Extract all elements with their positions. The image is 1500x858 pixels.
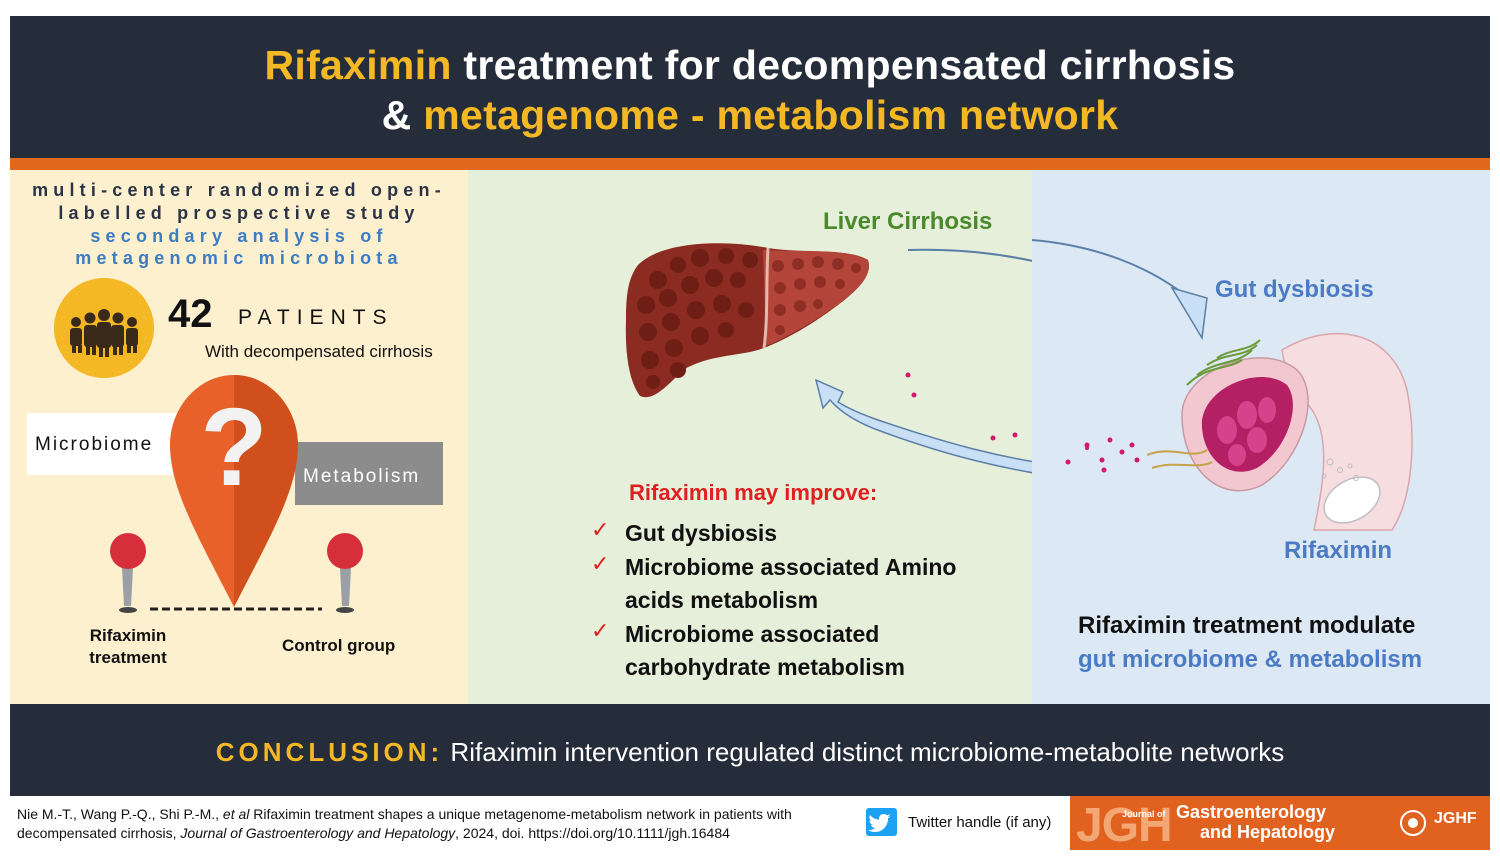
liver-cirrhosis-label: Liver Cirrhosis: [823, 208, 993, 235]
jgh-journal-of: Journal of: [1122, 809, 1166, 819]
improve-title: Rifaximin may improve:: [629, 480, 878, 505]
control-group-label: Control group: [282, 636, 396, 655]
twitter-handle: Twitter handle (if any): [908, 814, 1052, 831]
liver-illustration: [625, 243, 1032, 474]
microbiome-box: [27, 413, 177, 475]
jgh-logo: JGH Journal of Gastroenterology and Hepa…: [1070, 796, 1490, 852]
study-line-3: secondary analysis of: [90, 226, 388, 246]
study-line-1: multi-center randomized open-: [32, 180, 446, 200]
jghf-text: JGHF: [1434, 810, 1477, 827]
jgh-letters: JGH: [1076, 799, 1173, 852]
liver-panel: Liver Cirrhosis Rifax: [468, 170, 1032, 704]
study-line-2: labelled prospective study: [58, 203, 420, 223]
rifaximin-group-label: Rifaximin treatment: [89, 626, 167, 667]
jghf-logo-icon: [1400, 810, 1426, 836]
improve-item-1: Gut dysbiosis: [625, 520, 778, 546]
modulate-line-1: Rifaximin treatment modulate: [1078, 612, 1416, 639]
gut-panel: Gut dysbiosis: [1032, 170, 1490, 704]
header-banner: Rifaximin treatment for decompensated ci…: [10, 16, 1490, 158]
patient-count: 42: [168, 292, 213, 336]
metabolism-box: [295, 442, 443, 505]
jgh-name-line-2: and Hepatology: [1200, 822, 1336, 842]
patients-subtitle: With decompensated cirrhosis: [205, 342, 433, 361]
people-group-icon: [54, 278, 154, 378]
location-pin-icon: ?: [110, 375, 363, 613]
microbiome-label: Microbiome: [35, 434, 154, 455]
gut-dysbiosis-label: Gut dysbiosis: [1215, 276, 1374, 303]
metabolism-label: Metabolism: [303, 466, 421, 487]
push-pin-icon: [327, 533, 363, 613]
push-pin-icon: [110, 533, 146, 613]
check-icon: ✓: [591, 618, 610, 643]
title-line-1: Rifaximin treatment for decompensated ci…: [264, 42, 1236, 88]
conclusion-banner: CONCLUSION: Rifaximin intervention regul…: [10, 704, 1490, 796]
study-line-4: metagenomic microbiota: [75, 248, 403, 268]
question-mark-icon: ?: [200, 386, 267, 509]
intestine-illustration: [1032, 239, 1413, 531]
improve-item-2: Microbiome associated Amino acids metabo…: [625, 554, 957, 613]
study-design-panel: multi-center randomized open- labelled p…: [10, 170, 468, 704]
conclusion-text: CONCLUSION: Rifaximin intervention regul…: [215, 737, 1285, 767]
orange-divider: [10, 158, 1490, 170]
citation: Nie M.-T., Wang P.-Q., Shi P.-M., et al …: [17, 806, 792, 841]
curved-arrow-icon: [814, 248, 1032, 474]
check-icon: ✓: [591, 517, 610, 542]
modulate-line-2: gut microbiome & metabolism: [1078, 646, 1423, 673]
rifaximin-label: Rifaximin: [1284, 537, 1393, 564]
check-icon: ✓: [591, 551, 610, 576]
title-line-2: & metagenome - metabolism network: [381, 92, 1119, 138]
twitter-icon[interactable]: [866, 808, 897, 836]
improve-item-3: Microbiome associated carbohydrate metab…: [625, 621, 905, 680]
patients-label: PATIENTS: [238, 306, 394, 329]
jgh-name-line-1: Gastroenterology: [1176, 802, 1327, 822]
